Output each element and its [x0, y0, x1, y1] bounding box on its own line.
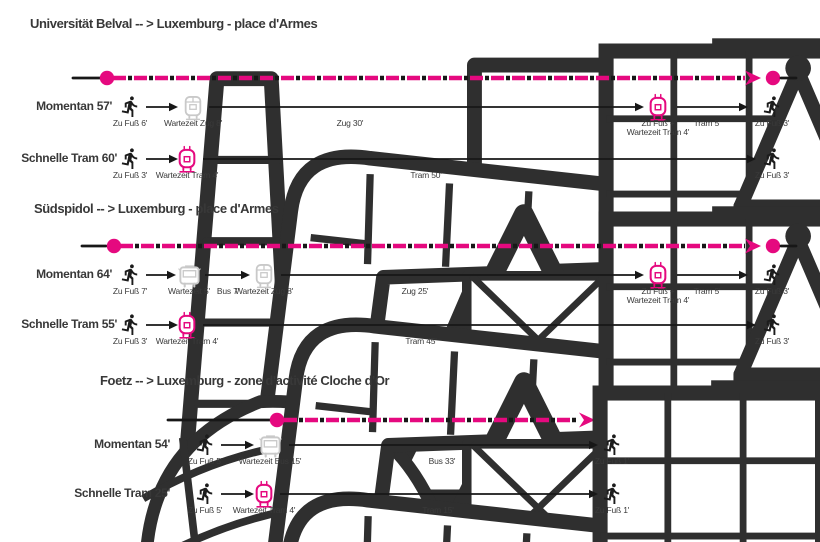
leg-arrow: [677, 102, 748, 112]
leg-arrow: [221, 489, 254, 499]
leg-duration-label: Tram 5': [693, 286, 721, 296]
walk-icon: [761, 313, 784, 336]
leg-duration-label: Tram 50': [410, 170, 442, 180]
leg-arrow: [146, 154, 178, 164]
route-3: [166, 387, 820, 542]
cloche-dor-grid-building-icon: [600, 393, 820, 542]
section-title: Südspidol -- > Luxemburg - place d'Armes: [34, 201, 279, 216]
walk-icon: [119, 263, 142, 286]
leg-caption: Zu Fuß 6': [112, 118, 148, 128]
tram-icon: [647, 261, 669, 289]
walk-icon: [119, 313, 142, 336]
leg-duration-label: Zug 30': [336, 118, 364, 128]
walk-icon: [761, 147, 784, 170]
section-title: Universität Belval -- > Luxemburg - plac…: [30, 16, 318, 31]
route-start-dot: [99, 70, 115, 86]
leg-caption: Wartezeit Bus 15': [238, 456, 302, 466]
leg-caption: Zu Fuß 5': [187, 456, 223, 466]
leg-arrow: [205, 270, 250, 280]
section-title: Foetz -- > Luxemburg - zone d'activité C…: [100, 373, 390, 388]
walk-icon: [194, 433, 217, 456]
walk-icon: [601, 433, 624, 456]
tram-icon: [253, 480, 275, 508]
leg-caption: Wartezeit 5': [168, 286, 210, 296]
walk-icon: [194, 482, 217, 505]
leg-arrow: [203, 320, 756, 330]
route-1: [71, 45, 820, 542]
leg-arrow: [289, 440, 598, 450]
tram-icon: [176, 145, 198, 173]
leg-caption: Wartezeit Tram 4': [626, 295, 690, 305]
row-label: Schnelle Tram 55': [21, 317, 117, 331]
leg-duration-label: Tram 45': [405, 336, 437, 346]
leg-duration-label: Bus 33': [428, 456, 456, 466]
walk-icon: [761, 95, 784, 118]
leg-duration-label: Tram 15': [422, 505, 454, 515]
leg-caption: Zu Fuß 1': [594, 505, 630, 515]
row-label: Schnelle Tram 25': [74, 486, 170, 500]
tram-icon: [176, 311, 198, 339]
leg-arrow: [281, 270, 644, 280]
route-end-dot: [765, 238, 781, 254]
leg-caption: Zu Fuß 3': [754, 118, 790, 128]
row-label: Momentan 57': [36, 99, 112, 113]
train-icon: [253, 261, 275, 289]
route-2: [80, 213, 820, 542]
train-icon: [182, 93, 204, 121]
route-end-dot: [765, 70, 781, 86]
leg-duration-label: Zug 25': [401, 286, 429, 296]
leg-arrow: [280, 489, 598, 499]
row-label: Momentan 64': [36, 267, 112, 281]
leg-caption: Zu Fuß +: [641, 286, 675, 296]
leg-arrow: [146, 270, 176, 280]
leg-caption: Zu Fuß +: [641, 118, 675, 128]
row-label: Schnelle Tram 60': [21, 151, 117, 165]
leg-duration-label: Tram 5': [693, 118, 721, 128]
walk-icon: [119, 147, 142, 170]
leg-caption: Zu Fuß 1': [594, 456, 630, 466]
leg-caption: Wartezeit Zug 8': [163, 118, 223, 128]
leg-caption: Zu Fuß 3': [754, 170, 790, 180]
leg-duration-label: Bus 7': [216, 286, 240, 296]
route-arrowhead-icon: [745, 238, 761, 254]
leg-caption: Wartezeit Tram 4': [232, 505, 296, 515]
leg-caption: Wartezeit Zug 8': [234, 286, 294, 296]
leg-arrow: [677, 270, 748, 280]
route-start-dot: [269, 412, 285, 428]
leg-caption: Wartezeit Tram 4': [155, 336, 219, 346]
leg-caption: Wartezeit Tram 4': [155, 170, 219, 180]
route-arrowhead-icon: [745, 70, 761, 86]
walk-icon: [761, 263, 784, 286]
leg-arrow: [221, 440, 254, 450]
leg-arrow: [146, 102, 178, 112]
bus-icon: [259, 433, 282, 458]
leg-caption: Zu Fuß 3': [112, 336, 148, 346]
route-start-dot: [106, 238, 122, 254]
leg-caption: Zu Fuß 3': [754, 336, 790, 346]
walk-icon: [601, 482, 624, 505]
leg-caption: Zu Fuß 5': [187, 505, 223, 515]
leg-arrow: [203, 154, 756, 164]
leg-arrow: [209, 102, 644, 112]
bus-icon: [178, 263, 201, 288]
leg-caption: Zu Fuß 3': [754, 286, 790, 296]
leg-caption: Zu Fuß 7': [112, 286, 148, 296]
leg-caption: Wartezeit Tram 4': [626, 127, 690, 137]
row-label: Momentan 54': [94, 437, 170, 451]
route-arrowhead-icon: [579, 412, 595, 428]
walk-icon: [119, 95, 142, 118]
leg-caption: Zu Fuß 3': [112, 170, 148, 180]
leg-arrow: [146, 320, 178, 330]
tram-icon: [647, 93, 669, 121]
